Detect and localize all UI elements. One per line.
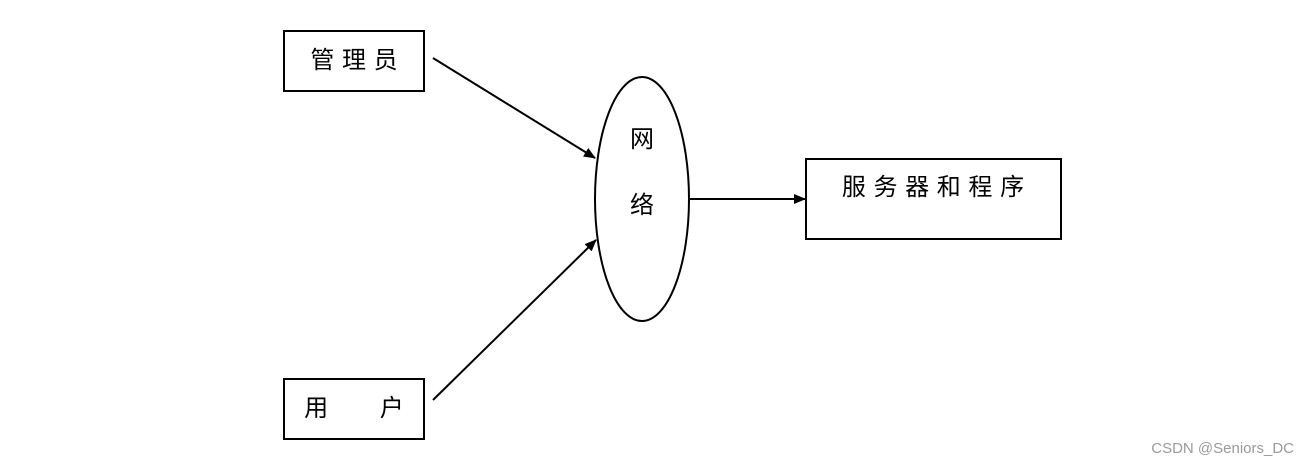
user-box [283,378,425,440]
server-box [805,158,1062,240]
network-label-line1: 网 [630,125,654,153]
server-node: 服 务 器 和 程 序 [805,158,1062,240]
network-label-line2: 络 [630,191,654,219]
server-label: 服 务 器 和 程 序 [842,173,1024,201]
arrow-user-to-network [432,239,597,401]
admin-box [283,30,425,92]
admin-label: 管 理 员 [310,46,397,74]
network-node: 网 络 [594,76,690,322]
watermark-text: CSDN @Seniors_DC [1151,440,1294,457]
arrow-admin-to-network [432,57,596,159]
admin-node: 管 理 员 [283,30,425,92]
user-node: 用 户 [283,378,425,440]
user-label: 用 户 [304,394,404,422]
